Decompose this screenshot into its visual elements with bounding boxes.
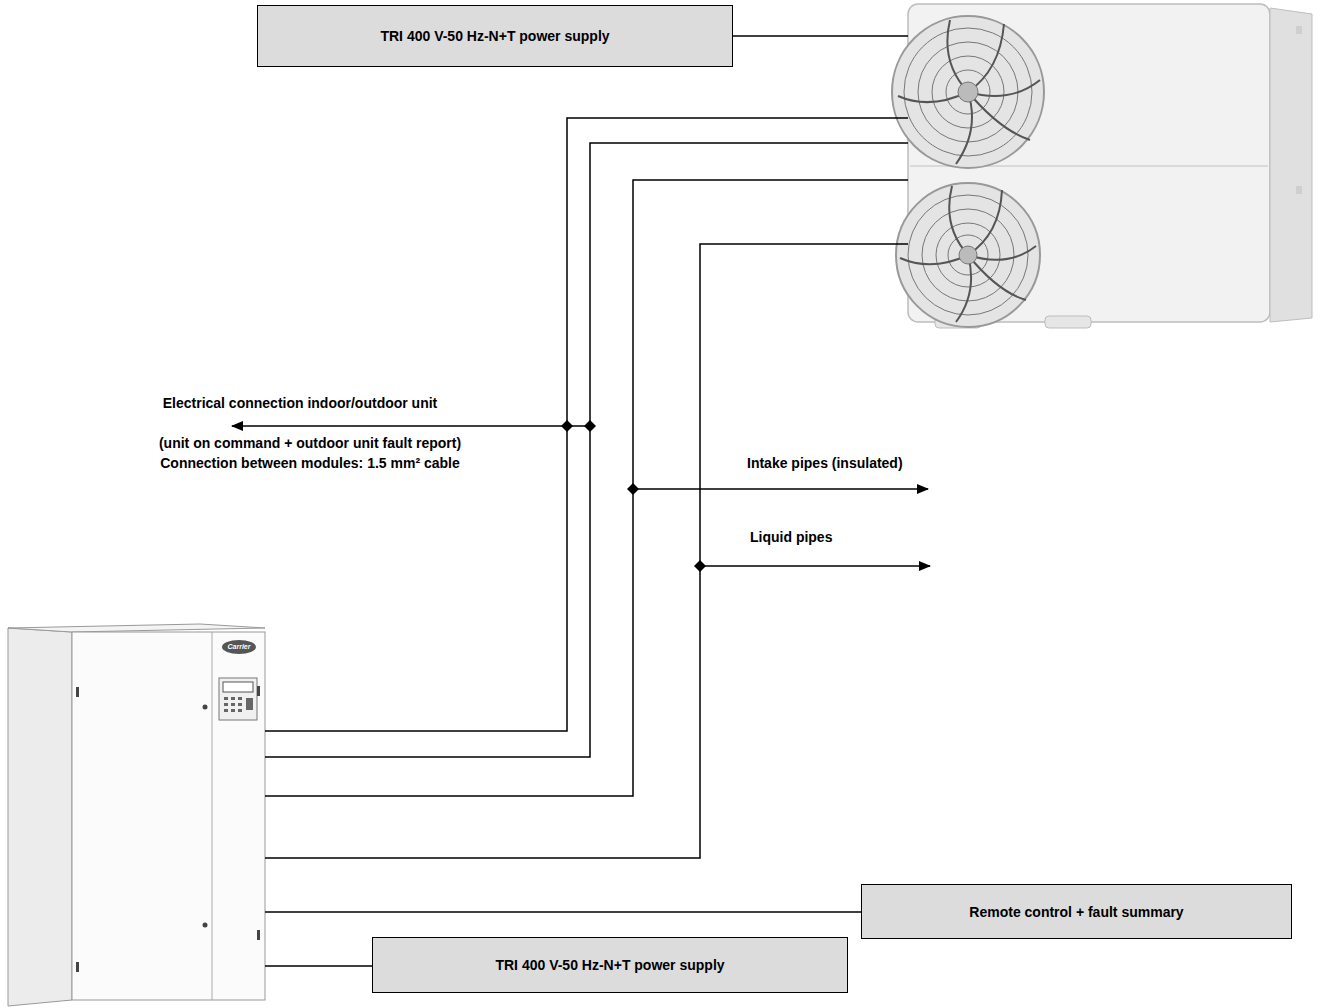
junction-diamond <box>561 420 573 432</box>
keypad <box>224 697 253 712</box>
fan-ring <box>948 235 988 275</box>
fan-ring <box>904 28 1032 156</box>
junction-diamond <box>694 560 706 572</box>
wiring <box>232 36 930 966</box>
display <box>223 682 253 692</box>
unit-detail <box>1296 186 1302 194</box>
fan-grille <box>892 16 1044 168</box>
fan-blade <box>900 186 1036 322</box>
key <box>231 703 235 706</box>
logo-badge <box>222 640 256 654</box>
unit-top <box>8 624 265 632</box>
key <box>231 709 235 712</box>
door-lock <box>203 705 208 710</box>
unit-detail <box>1296 26 1302 34</box>
brand-logo: Carrier <box>228 643 251 651</box>
fan-ring <box>918 42 1018 142</box>
fan-ring <box>896 183 1040 327</box>
key <box>238 703 242 706</box>
box-label: Remote control + fault summary <box>969 904 1183 920</box>
key <box>224 709 228 712</box>
key <box>224 703 228 706</box>
unit-side <box>8 628 72 1006</box>
power-wire <box>733 35 908 37</box>
signal-wire <box>265 118 908 731</box>
unit-side <box>1270 8 1312 322</box>
pipe-label: Liquid pipes <box>750 529 832 545</box>
callout-note: (unit on command + outdoor unit fault re… <box>159 435 461 451</box>
door-seam <box>212 632 213 1000</box>
box-label: TRI 400 V-50 Hz-N+T power supply <box>380 28 609 44</box>
intake-pipe <box>265 180 908 796</box>
junction-diamond <box>584 420 596 432</box>
liquid-pipe <box>265 244 908 858</box>
key <box>224 697 228 700</box>
power-supply-box: TRI 400 V-50 Hz-N+T power supply <box>372 937 848 993</box>
hinge <box>76 687 79 697</box>
fan-hub <box>958 82 978 102</box>
junction-diamond <box>627 483 639 495</box>
key <box>238 697 242 700</box>
key <box>246 698 253 710</box>
junction-dots <box>561 420 706 572</box>
indoor-unit <box>8 624 265 1006</box>
hinge <box>257 686 260 696</box>
fan-grille <box>896 183 1040 327</box>
fan-hub <box>959 246 977 264</box>
key <box>238 709 242 712</box>
callout-title: Electrical connection indoor/outdoor uni… <box>163 395 438 411</box>
callout-arrow <box>633 488 928 490</box>
hinge <box>76 962 79 972</box>
remote-control-box: Remote control + fault summary <box>861 884 1292 939</box>
pipe-label: Intake pipes (insulated) <box>747 455 903 471</box>
power-supply-box: TRI 400 V-50 Hz-N+T power supply <box>257 5 733 67</box>
callout-note: Connection between modules: 1.5 mm² cabl… <box>160 455 460 471</box>
control-wire <box>265 911 861 913</box>
callout-arrow <box>700 565 930 567</box>
unit-front <box>72 632 265 1000</box>
fan-blade <box>898 20 1040 164</box>
control-panel <box>219 678 257 720</box>
fan-ring <box>892 16 1044 168</box>
power-wire <box>265 965 372 967</box>
box-label: TRI 400 V-50 Hz-N+T power supply <box>495 957 724 973</box>
key <box>231 697 235 700</box>
unit-foot <box>1045 316 1091 328</box>
outdoor-unit <box>892 4 1312 328</box>
hinge <box>257 930 260 940</box>
door-lock <box>203 923 208 928</box>
callout-arrow <box>232 425 590 427</box>
